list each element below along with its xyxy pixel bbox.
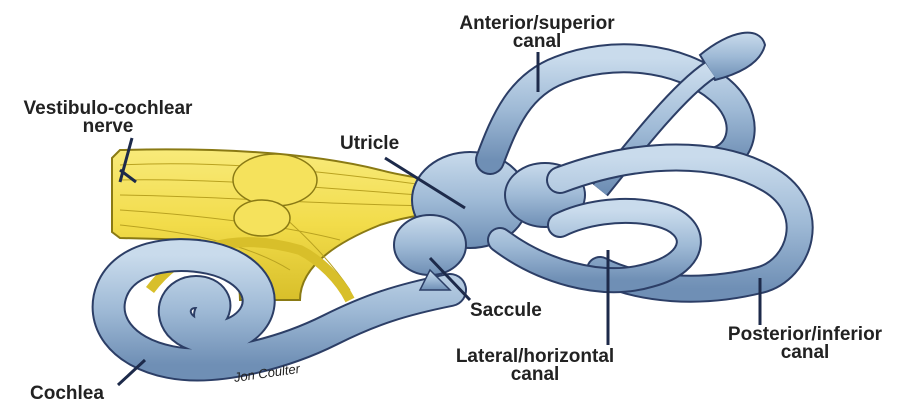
label-posterior-line2: canal [705,344,905,362]
label-lateral-horizontal-canal: Lateral/horizontal canal [440,348,630,384]
label-utricle: Utricle [340,135,399,153]
label-posterior-inferior-canal: Posterior/inferior canal [705,326,905,362]
label-nerve-line2: nerve [8,118,208,136]
label-lateral-line2: canal [440,366,630,384]
label-cochlea: Cochlea [30,385,104,403]
label-anterior-superior-canal: Anterior/superior canal [437,15,637,51]
label-anterior-line2: canal [437,33,637,51]
label-saccule: Saccule [470,302,542,320]
label-vestibulo-cochlear-nerve: Vestibulo-cochlear nerve [8,100,208,136]
